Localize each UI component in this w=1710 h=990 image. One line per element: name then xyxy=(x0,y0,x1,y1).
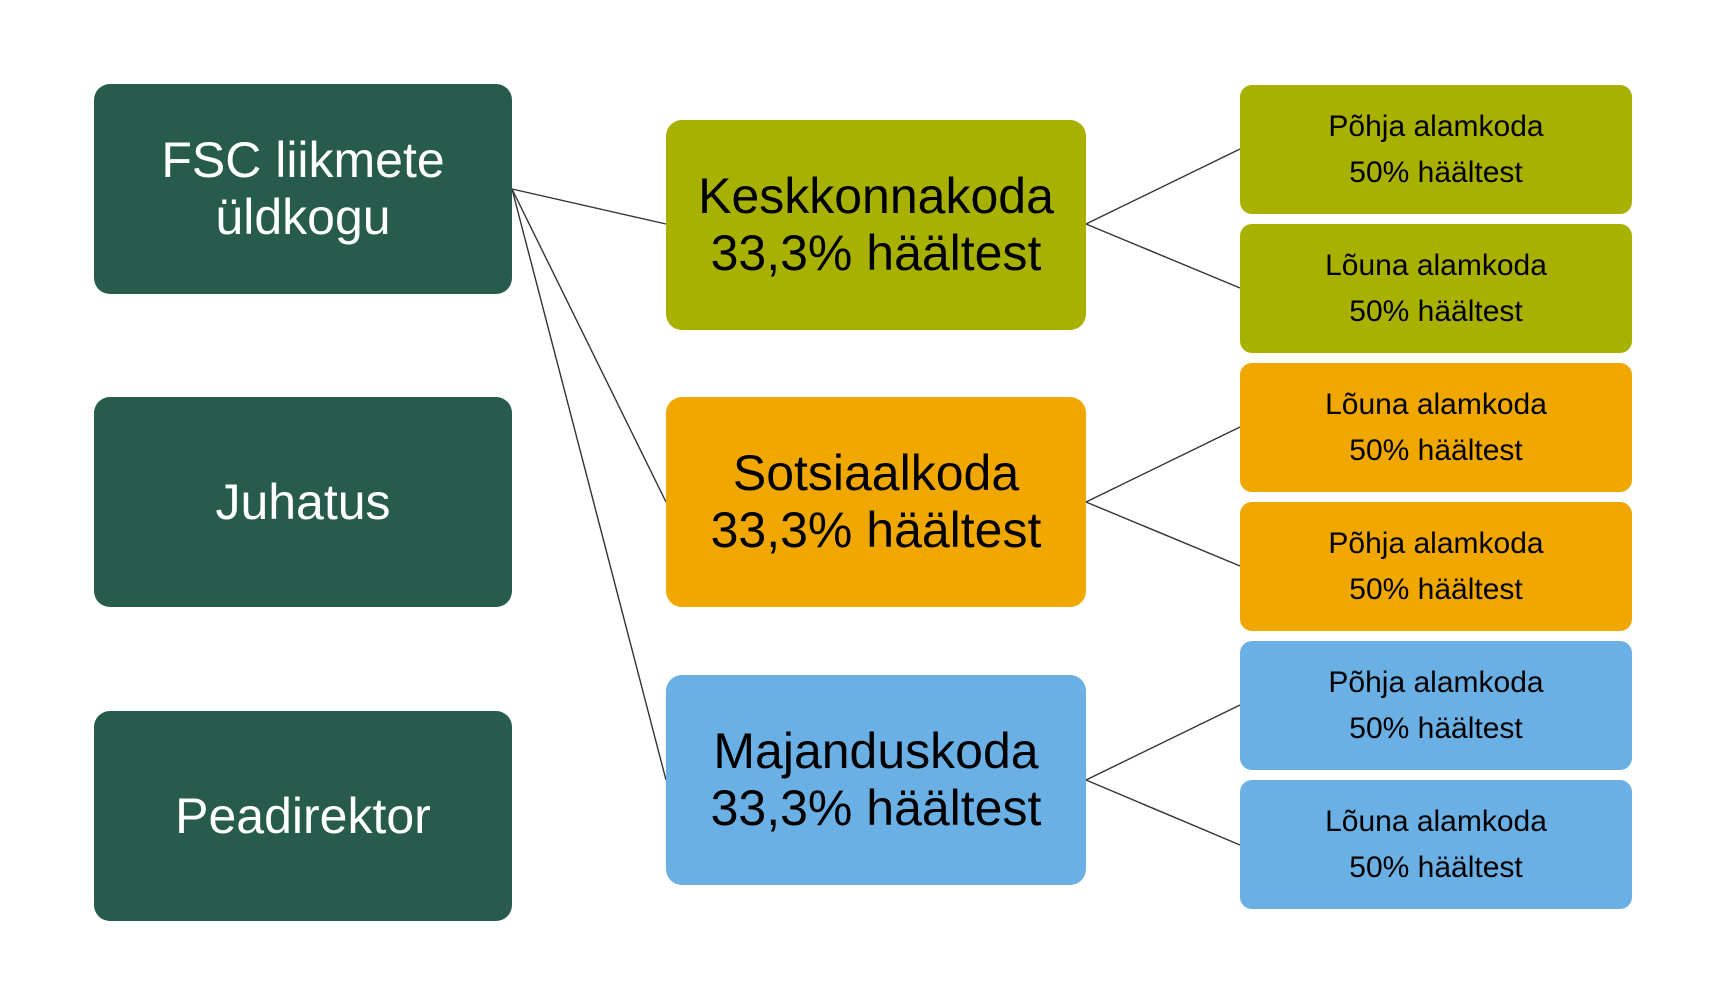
subchamber-vote-share: 50% häältest xyxy=(1349,155,1523,189)
social-chamber-vote-share: 33,3% häältest xyxy=(710,502,1042,558)
general-assembly-box: FSC liikmete üldkogu xyxy=(94,84,512,294)
director-general-title: Peadirektor xyxy=(175,787,431,844)
social-north-subchamber-box: Põhja alamkoda 50% häältest xyxy=(1240,502,1632,631)
subchamber-vote-share: 50% häältest xyxy=(1349,572,1523,606)
social-chamber-name: Sotsiaalkoda xyxy=(732,445,1020,501)
economic-chamber-vote-share: 33,3% häältest xyxy=(710,780,1042,836)
environmental-north-subchamber-box: Põhja alamkoda 50% häältest xyxy=(1240,85,1632,214)
social-south-subchamber-box: Lõuna alamkoda 50% häältest xyxy=(1240,363,1632,492)
board-box: Juhatus xyxy=(94,397,512,607)
subchamber-vote-share: 50% häältest xyxy=(1349,433,1523,467)
environmental-chamber-vote-share: 33,3% häältest xyxy=(710,225,1042,281)
connector-environment-north xyxy=(1085,148,1241,225)
board-title: Juhatus xyxy=(215,473,391,530)
environmental-south-subchamber-box: Lõuna alamkoda 50% häältest xyxy=(1240,224,1632,353)
connector-economic-south xyxy=(1085,779,1241,846)
subchamber-name: Põhja alamkoda xyxy=(1328,526,1544,560)
economic-chamber-name: Majanduskoda xyxy=(713,723,1039,779)
subchamber-name: Lõuna alamkoda xyxy=(1325,804,1547,838)
connector-economic-north xyxy=(1085,704,1241,781)
environmental-chamber-name: Keskkonnakoda xyxy=(698,168,1054,224)
subchamber-vote-share: 50% häältest xyxy=(1349,294,1523,328)
director-general-box: Peadirektor xyxy=(94,711,512,921)
environmental-chamber-box: Keskkonnakoda 33,3% häältest xyxy=(666,120,1086,330)
economic-south-subchamber-box: Lõuna alamkoda 50% häältest xyxy=(1240,780,1632,909)
connector-environment-south xyxy=(1085,223,1241,289)
connector-assembly-economic xyxy=(511,188,667,781)
subchamber-name: Põhja alamkoda xyxy=(1328,109,1544,143)
subchamber-vote-share: 50% häältest xyxy=(1349,850,1523,884)
subchamber-name: Lõuna alamkoda xyxy=(1325,248,1547,282)
economic-chamber-box: Majanduskoda 33,3% häältest xyxy=(666,675,1086,885)
subchamber-name: Lõuna alamkoda xyxy=(1325,387,1547,421)
general-assembly-title-line2: üldkogu xyxy=(215,189,391,245)
subchamber-name: Põhja alamkoda xyxy=(1328,665,1544,699)
subchamber-vote-share: 50% häältest xyxy=(1349,711,1523,745)
connector-social-north xyxy=(1085,501,1241,567)
social-chamber-box: Sotsiaalkoda 33,3% häältest xyxy=(666,397,1086,607)
economic-north-subchamber-box: Põhja alamkoda 50% häältest xyxy=(1240,641,1632,770)
connector-assembly-social xyxy=(511,188,667,503)
connector-assembly-environment xyxy=(511,188,667,225)
general-assembly-title-line1: FSC liikmete xyxy=(161,132,445,188)
connector-social-south xyxy=(1085,426,1241,503)
